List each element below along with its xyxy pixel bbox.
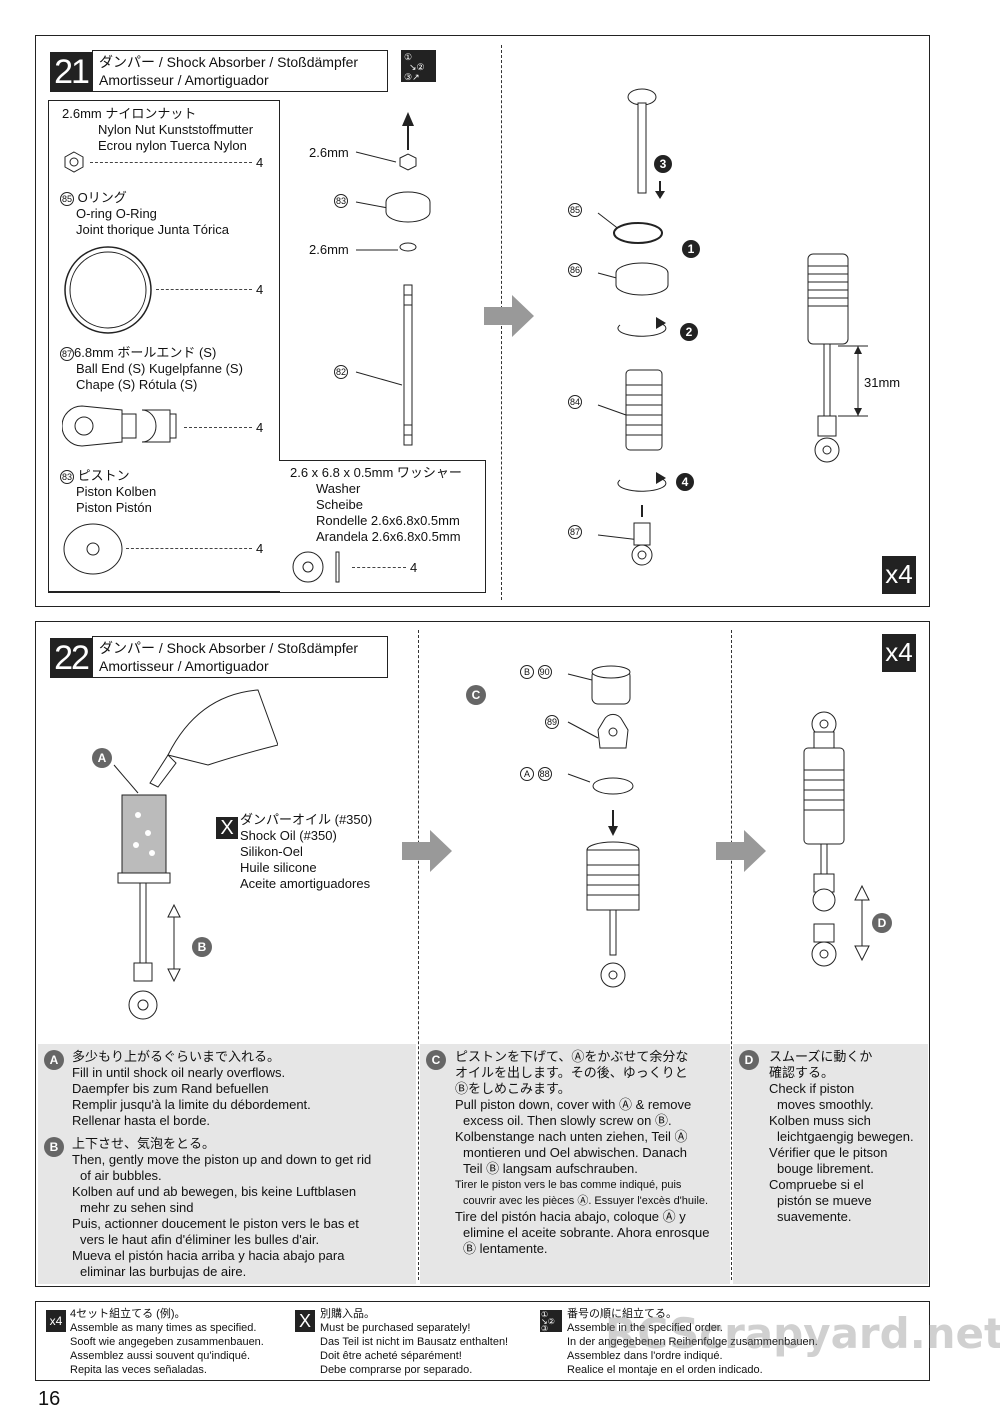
piston-icon	[63, 523, 123, 575]
cap-assembly-drawing	[567, 665, 640, 988]
arrow-right-icon	[484, 295, 534, 337]
marker-a: A	[92, 748, 112, 768]
callout-washer-size: 2.6mm	[309, 242, 349, 257]
not-included-x-icon: X	[216, 817, 238, 839]
step-marker-4: 4	[676, 473, 694, 491]
marker-b: B	[192, 937, 212, 957]
step-21-frame	[35, 35, 930, 607]
part-label-88: A 88	[520, 765, 552, 781]
note-marker-b: B	[44, 1137, 64, 1157]
qty: 4	[256, 282, 264, 297]
callout-86: 86	[568, 263, 582, 277]
assembled-shock-drawing	[807, 253, 868, 463]
callout-84: 84	[568, 395, 582, 409]
notes-panel-middle	[420, 1044, 730, 1284]
marker-d: D	[872, 913, 892, 933]
page-number: 16	[38, 1388, 61, 1410]
qty: 4	[256, 155, 264, 170]
legend-frame	[35, 1301, 930, 1381]
part-label-90: B 90	[520, 663, 552, 679]
legend-x4-text: 4セット組立てる (例)。 Assemble as many times as …	[70, 1308, 264, 1376]
shock-oil-label: ダンパーオイル (#350) Shock Oil (#350) Silikon-…	[240, 812, 373, 891]
length-measurement: 31mm	[864, 375, 901, 390]
step-marker-1: 1	[682, 240, 700, 258]
washer-icon	[292, 551, 340, 583]
note-b: 上下させ、気泡をとる。 Then, gently move the piston…	[72, 1136, 372, 1279]
part-piston: 83 ピストン Piston Kolben Piston Pistón	[60, 468, 157, 515]
callout-85: 85	[568, 203, 582, 217]
part-label-89: 89	[545, 715, 559, 729]
part-washer: 2.6 x 6.8 x 0.5mm ワッシャー Washer Scheibe R…	[290, 465, 462, 544]
legend-order-text: 番号の順に組立てる。 Assemble in the specified ord…	[567, 1308, 818, 1376]
marker-c: C	[466, 685, 486, 705]
watermark: RCScrapyard.net	[605, 1309, 1000, 1358]
note-marker-d: D	[739, 1050, 759, 1070]
qty: 4	[256, 541, 264, 556]
notes-panel-right	[733, 1044, 928, 1284]
note-a: 多少もり上がるぐらいまで入れる。 Fill in until shock oil…	[72, 1049, 311, 1128]
step-marker-3: 3	[654, 155, 672, 173]
qty: 4	[410, 560, 418, 575]
note-marker-c: C	[426, 1050, 446, 1070]
arrow-right-icon	[402, 830, 452, 872]
notes-panel-left	[38, 1044, 416, 1284]
legend-x-text: 別購入品。 Must be purchased separately! Das …	[320, 1308, 509, 1376]
o-ring-icon	[64, 246, 152, 334]
note-marker-a: A	[44, 1050, 64, 1070]
part-nylon-nut: 2.6mm ナイロンナット Nylon Nut Kunststoffmutter…	[62, 106, 254, 153]
repeat-x4-badge: x4	[882, 634, 916, 672]
step-number: 22	[50, 638, 92, 678]
not-included-x-icon: X	[295, 1310, 315, 1332]
step-marker-2: 2	[680, 323, 698, 341]
step-title: ダンパー / Shock Absorber / Stoßdämpfer Amor…	[92, 50, 388, 92]
nylon-nut-icon	[64, 151, 84, 173]
note-c: ピストンを下げて、Ⓐをかぶせて余分な オイルを出します。その後、ゆっくりと Ⓑを…	[455, 1049, 710, 1256]
finished-shock-drawing	[803, 711, 870, 967]
note-d: スムーズに動くか 確認する。 Check if piston moves smo…	[769, 1049, 914, 1224]
step-22-frame	[35, 621, 930, 1287]
step-number: 21	[50, 52, 92, 92]
x4-legend-icon: x4	[46, 1310, 66, 1332]
arrow-right-icon	[716, 830, 766, 872]
part-o-ring: 85 Oリング O-ring O-Ring Joint thorique Jun…	[60, 190, 229, 237]
piston-exploded-drawing	[355, 112, 431, 446]
callout-nut-size: 2.6mm	[309, 145, 349, 160]
qty: 4	[256, 420, 264, 435]
shock-assembly-drawing	[597, 88, 669, 566]
callout-rod: 82	[334, 365, 348, 379]
oil-filling-drawing	[113, 689, 278, 1020]
repeat-x4-badge: x4	[882, 556, 916, 594]
callout-87: 87	[568, 525, 582, 539]
parts-list	[48, 100, 280, 592]
step-title: ダンパー / Shock Absorber / Stoßdämpfer Amor…	[92, 636, 388, 678]
ball-end-icon	[62, 405, 177, 447]
callout-piston: 83	[334, 194, 348, 208]
